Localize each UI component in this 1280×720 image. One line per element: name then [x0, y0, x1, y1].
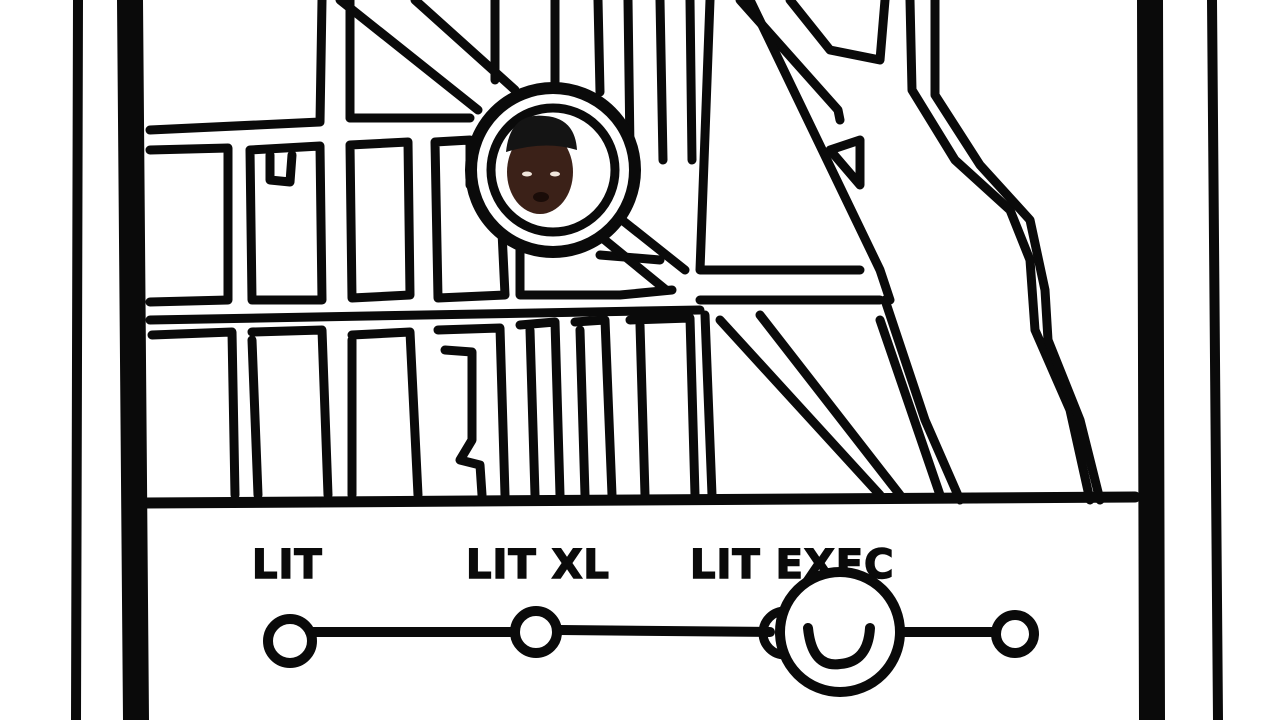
slider-stop-end[interactable]: [991, 610, 1039, 658]
slider-stop-lit-xl[interactable]: [510, 606, 562, 658]
slider-stop-lit[interactable]: [263, 614, 317, 668]
phone-frame: [71, 0, 1223, 720]
avatar-icon: [506, 115, 577, 214]
ride-option-label-lit: LIT: [251, 541, 323, 589]
smile-face-icon[interactable]: [775, 567, 905, 697]
map-streets: [145, 0, 1105, 505]
ride-option-label-lit-xl: LIT XL: [465, 541, 610, 589]
slider-track-segment: [555, 625, 775, 637]
bottom-sheet-divider: [139, 491, 1141, 509]
